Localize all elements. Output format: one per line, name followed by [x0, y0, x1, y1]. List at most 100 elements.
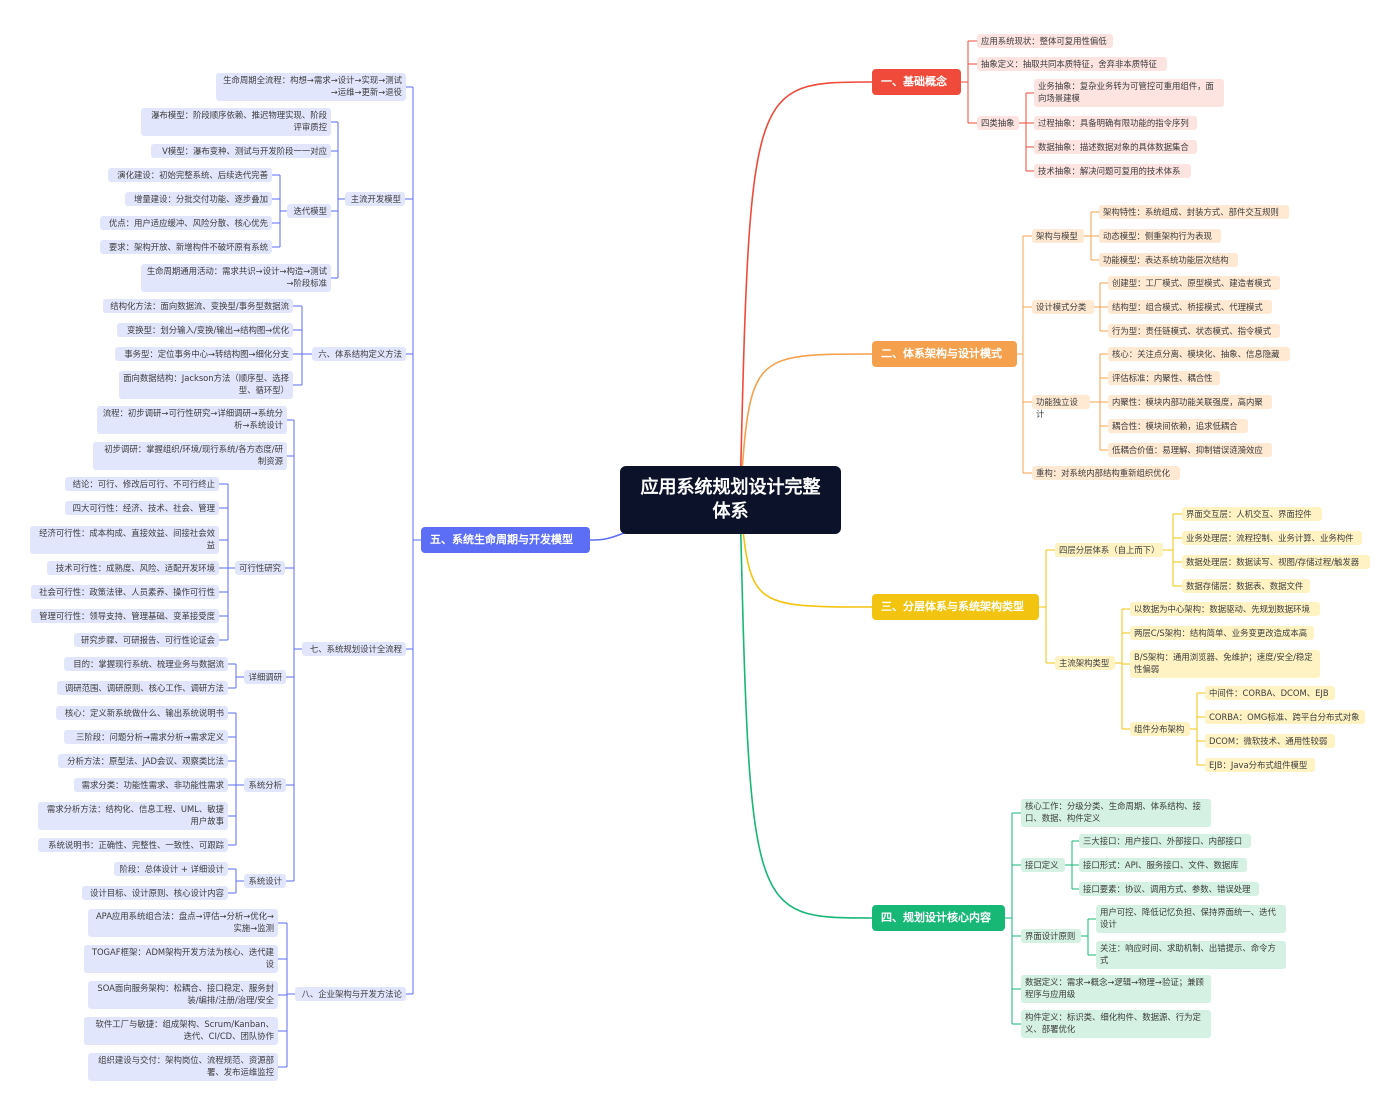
node-b5lc[interactable]: 生命周期全流程：构想→需求→设计→实现→测试→运维→更新→退役: [216, 73, 406, 101]
branch-b5[interactable]: 五、系统生命周期与开发模型: [421, 527, 590, 553]
node-b5d1[interactable]: 目的：掌握现行系统、梳理业务与数据流: [64, 657, 228, 671]
node-b5e5[interactable]: 组织建设与交付：架构岗位、流程规范、资源部署、发布运维监控: [88, 1053, 278, 1081]
node-b5m1[interactable]: 瀑布模型：阶段顺序依赖、推迟物理实现、阶段评审质控: [141, 108, 331, 136]
node-b3a2[interactable]: 业务处理层：流程控制、业务计算、业务构件: [1182, 531, 1362, 545]
node-b5sd2[interactable]: 设计目标、设计原则、核心设计内容: [82, 886, 228, 900]
node-b5m33[interactable]: 优点：用户适应缓冲、风险分散、核心优先: [100, 216, 272, 230]
node-b5an[interactable]: 系统分析: [244, 778, 286, 792]
node-b5e[interactable]: 八、企业架构与开发方法论: [295, 987, 406, 1001]
node-b3b1[interactable]: 以数据为中心架构：数据驱动、先规划数据环境: [1130, 602, 1320, 616]
node-b2b2[interactable]: 结构型：组合模式、桥接模式、代理模式: [1108, 300, 1272, 314]
node-b3b[interactable]: 主流架构类型: [1055, 656, 1115, 670]
node-b2b1[interactable]: 创建型：工厂模式、原型模式、建造者模式: [1108, 276, 1280, 290]
node-b4b2[interactable]: 接口形式：API、服务接口、文件、数据库: [1079, 858, 1247, 872]
node-b5e2[interactable]: TOGAF框架：ADM架构开发方法为核心、迭代建设: [84, 945, 278, 973]
node-b5f2[interactable]: 四大可行性：经济、技术、社会、管理: [65, 501, 219, 515]
node-b5f6[interactable]: 管理可行性：领导支持、管理基础、变革接受度: [31, 609, 219, 623]
node-b5p1[interactable]: 流程：初步调研→可行性研究→详细调研→系统分析→系统设计: [97, 406, 287, 434]
node-b5s3[interactable]: 事务型：定位事务中心→转结构图→细化分支: [115, 347, 293, 361]
node-b4c2[interactable]: 关注：响应时间、求助机制、出错提示、命令方式: [1096, 941, 1286, 969]
node-b4e[interactable]: 构件定义：标识类、细化构件、数据源、行为定义、部署优化: [1021, 1010, 1211, 1038]
node-b3a[interactable]: 四层分层体系（自上而下）: [1055, 543, 1163, 557]
node-b3a4[interactable]: 数据存储层：数据表、数据文件: [1182, 579, 1310, 593]
node-b5sd1[interactable]: 阶段：总体设计 + 详细设计: [114, 862, 228, 876]
node-b5s[interactable]: 六、体系结构定义方法: [312, 347, 406, 361]
node-b5d2[interactable]: 调研范围、调研原则、核心工作、调研方法: [57, 681, 228, 695]
node-b2c5[interactable]: 低耦合价值：易理解、抑制错误涟漪效应: [1108, 443, 1272, 457]
node-b1c33[interactable]: 数据抽象：描述数据对象的具体数据集合: [1034, 140, 1197, 154]
node-b1c34[interactable]: 技术抽象：解决问题可复用的技术体系: [1034, 164, 1191, 178]
node-b3a1[interactable]: 界面交互层：人机交互、界面控件: [1182, 507, 1322, 521]
node-b2b[interactable]: 设计模式分类: [1032, 300, 1094, 314]
node-b3b42[interactable]: CORBA：OMG标准、跨平台分布式对象: [1205, 710, 1365, 724]
node-b5m3[interactable]: 迭代模型: [287, 204, 331, 218]
node-b5f7[interactable]: 研究步骤、可研报告、可行性论证会: [74, 633, 219, 647]
node-b1c1[interactable]: 应用系统现状：整体可复用性偏低: [977, 34, 1113, 48]
node-b1c3[interactable]: 四类抽象: [977, 116, 1019, 130]
node-b5m32[interactable]: 增量建设：分批交付功能、逐步叠加: [125, 192, 272, 206]
node-b3b43[interactable]: DCOM：微软技术、通用性较弱: [1205, 734, 1335, 748]
node-b5s2[interactable]: 变换型：划分输入/变换/输出→结构图→优化: [117, 323, 293, 337]
node-b1c32[interactable]: 过程抽象：具备明确有限功能的指令序列: [1034, 116, 1197, 130]
node-b5d[interactable]: 详细调研: [244, 670, 286, 684]
node-b4a[interactable]: 核心工作：分级分类、生命周期、体系结构、接口、数据、构件定义: [1021, 799, 1211, 827]
node-b5s4[interactable]: 面向数据结构：Jackson方法（顺序型、选择型、循环型）: [119, 371, 293, 399]
node-b5e1[interactable]: APA应用系统组合法：盘点→评估→分析→优化→实施→监测: [88, 909, 278, 937]
node-b5an3[interactable]: 分析方法：原型法、JAD会议、观察类比法: [58, 754, 228, 768]
node-b5f[interactable]: 可行性研究: [235, 561, 285, 575]
node-b4b1[interactable]: 三大接口：用户接口、外部接口、内部接口: [1079, 834, 1251, 848]
node-b2a2[interactable]: 动态模型：侧重架构行为表现: [1099, 229, 1221, 243]
node-b5p[interactable]: 七、系统规划设计全流程: [302, 642, 406, 656]
node-b4d[interactable]: 数据定义：需求→概念→逻辑→物理→验证；兼顾程序与应用级: [1021, 975, 1211, 1003]
node-b3b4[interactable]: 组件分布架构: [1130, 722, 1190, 736]
node-b5m2[interactable]: V模型：瀑布变种、测试与开发阶段一一对应: [151, 144, 331, 158]
connector: [739, 499, 873, 919]
node-b2d[interactable]: 重构：对系统内部结构重新组织优化: [1032, 466, 1180, 480]
node-b5f5[interactable]: 社会可行性：政策法律、人员素养、操作可行性: [31, 585, 219, 599]
node-b3b3[interactable]: B/S架构：通用浏览器、免维护；速度/安全/稳定性偏弱: [1130, 650, 1320, 678]
node-b5an4[interactable]: 需求分类：功能性需求、非功能性需求: [74, 778, 228, 792]
node-b3a3[interactable]: 数据处理层：数据读写、视图/存储过程/触发器: [1182, 555, 1370, 569]
branch-b4[interactable]: 四、规划设计核心内容: [872, 905, 1005, 931]
node-b5m31[interactable]: 演化建设：初始完整系统、后续迭代完善: [108, 168, 272, 182]
node-b5sd[interactable]: 系统设计: [244, 874, 286, 888]
node-b5m[interactable]: 主流开发模型: [345, 192, 405, 206]
node-b2a[interactable]: 架构与模型: [1032, 229, 1084, 243]
node-b5an1[interactable]: 核心：定义新系统做什么、输出系统说明书: [56, 706, 228, 720]
node-b4b3[interactable]: 接口要素：协议、调用方式、参数、错误处理: [1079, 882, 1259, 896]
node-b2c4[interactable]: 耦合性：模块间依赖，追求低耦合: [1108, 419, 1248, 433]
node-b5an6[interactable]: 系统说明书：正确性、完整性、一致性、可跟踪: [38, 838, 228, 852]
node-b5an2[interactable]: 三阶段：问题分析→需求分析→需求定义: [64, 730, 228, 744]
connector: [739, 499, 873, 608]
node-b5m4[interactable]: 生命周期通用活动：需求共识→设计→构造→测试→阶段标准: [141, 264, 331, 292]
node-b4b[interactable]: 接口定义: [1021, 858, 1065, 872]
node-b5f1[interactable]: 结论：可行、修改后可行、不可行终止: [65, 477, 219, 491]
node-b5p2[interactable]: 初步调研：掌握组织/环境/现行系统/各方态度/研制资源: [93, 442, 287, 470]
node-b2c3[interactable]: 内聚性：模块内部功能关联强度，高内聚: [1108, 395, 1272, 409]
node-b5f4[interactable]: 技术可行性：成熟度、风险、适配开发环境: [47, 561, 219, 575]
node-b4c1[interactable]: 用户可控、降低记忆负担、保持界面统一、迭代设计: [1096, 905, 1286, 933]
node-b3b2[interactable]: 两层C/S架构：结构简单、业务变更改造成本高: [1130, 626, 1314, 640]
node-b1c2[interactable]: 抽象定义：抽取共同本质特征，舍弃非本质特征: [977, 57, 1167, 71]
node-b4c[interactable]: 界面设计原则: [1021, 929, 1081, 943]
branch-b3[interactable]: 三、分层体系与系统架构类型: [872, 594, 1039, 620]
branch-b2[interactable]: 二、体系架构与设计模式: [872, 341, 1017, 367]
node-b2c[interactable]: 功能独立设计: [1032, 395, 1090, 419]
node-b5e4[interactable]: 软件工厂与敏捷：组成架构、Scrum/Kanban、迭代、CI/CD、团队协作: [84, 1017, 278, 1045]
node-b2c2[interactable]: 评估标准：内聚性、耦合性: [1108, 371, 1220, 385]
node-b1c31[interactable]: 业务抽象：复杂业务转为可管控可重用组件，面向场景建模: [1034, 79, 1224, 107]
node-b3b44[interactable]: EJB：Java分布式组件模型: [1205, 758, 1315, 772]
root-node[interactable]: 应用系统规划设计完整体系: [620, 466, 841, 534]
node-b2a1[interactable]: 架构特性：系统组成、封装方式、部件交互规则: [1099, 205, 1289, 219]
node-b2c1[interactable]: 核心：关注点分离、模块化、抽象、信息隐藏: [1108, 347, 1290, 361]
node-b5f3[interactable]: 经济可行性：成本构成、直接效益、间接社会效益: [30, 526, 219, 554]
node-b5s1[interactable]: 结构化方法：面向数据流、变换型/事务型数据流: [103, 299, 293, 313]
node-b5e3[interactable]: SOA面向服务架构：松耦合、接口稳定、服务封装/编排/注册/治理/安全: [88, 981, 278, 1009]
node-b2a3[interactable]: 功能模型：表达系统功能层次结构: [1099, 253, 1238, 267]
connector: [739, 81, 873, 501]
branch-b1[interactable]: 一、基础概念: [872, 69, 961, 95]
node-b3b41[interactable]: 中间件：CORBA、DCOM、EJB: [1205, 686, 1335, 700]
node-b5an5[interactable]: 需求分析方法：结构化、信息工程、UML、敏捷用户故事: [38, 802, 228, 830]
node-b5m34[interactable]: 要求：架构开放、新增构件不破坏原有系统: [100, 240, 272, 254]
node-b2b3[interactable]: 行为型：责任链模式、状态模式、指令模式: [1108, 324, 1280, 338]
